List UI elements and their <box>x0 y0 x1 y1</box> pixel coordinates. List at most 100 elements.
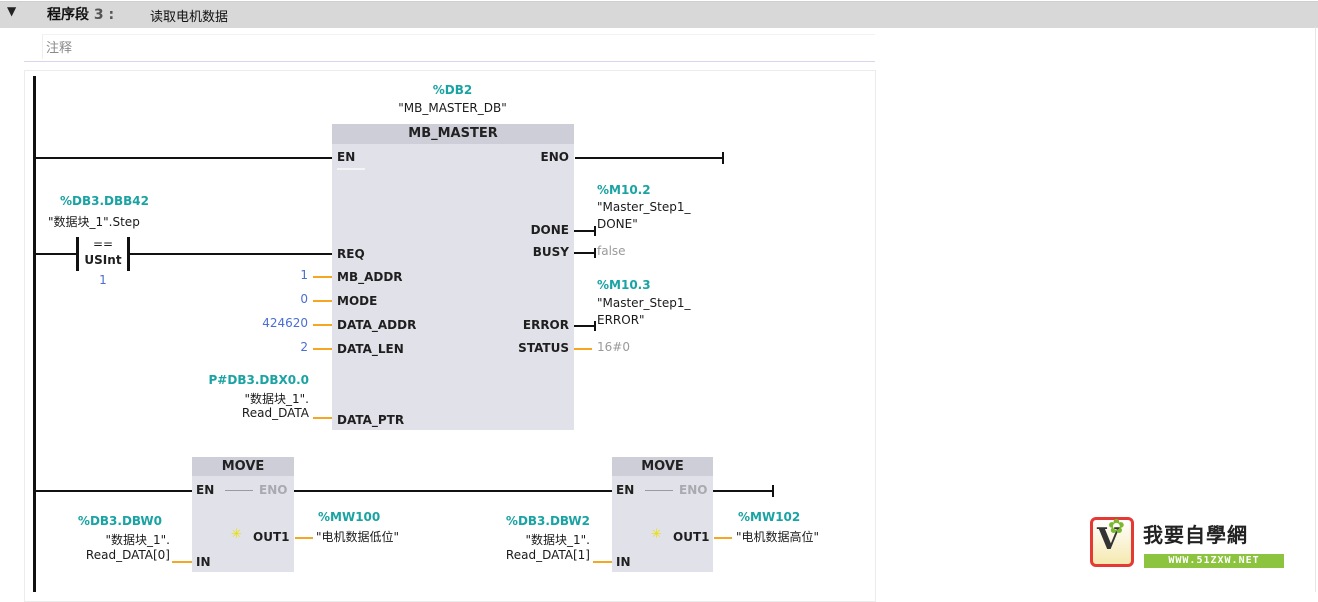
pin-mb-addr: MB_ADDR <box>337 270 403 284</box>
network-comment-field[interactable] <box>42 34 875 59</box>
status-wire <box>574 348 592 350</box>
network-description[interactable]: 读取电机数据 <box>150 10 229 25</box>
contact-right-bar <box>127 237 130 271</box>
pin-data-addr: DATA_ADDR <box>337 318 417 332</box>
move2-block[interactable] <box>612 457 713 572</box>
mb-master-title: MB_MASTER <box>332 124 574 144</box>
move1-in-sym2[interactable]: Read_DATA[0] <box>85 548 170 562</box>
pin-done: DONE <box>530 223 569 237</box>
move2-add-output-icon[interactable]: ✳ <box>651 527 662 542</box>
move1-in-addr[interactable]: %DB3.DBW0 <box>77 514 162 528</box>
watermark-logo-icon <box>1090 517 1134 567</box>
error-addr[interactable]: %M10.3 <box>597 278 651 292</box>
mb-master-instance-name: "MB_MASTER_DB" <box>398 101 507 115</box>
busy-wire-end <box>594 248 596 258</box>
watermark-url: WWW.51ZXW.NET <box>1144 554 1284 568</box>
network-header[interactable] <box>0 1 1318 28</box>
move2-out-addr[interactable]: %MW102 <box>738 510 801 524</box>
move1-in-wire <box>172 561 192 563</box>
compare-operand-sym[interactable]: "数据块_1".Step <box>48 215 140 229</box>
rung2-wire-end <box>713 490 773 492</box>
req-wire-left <box>35 253 78 255</box>
move2-pin-out1: OUT1 <box>673 530 710 544</box>
data-len-value[interactable]: 2 <box>300 340 308 354</box>
watermark-v-icon: V <box>1097 522 1121 557</box>
move1-out-addr[interactable]: %MW100 <box>318 510 381 524</box>
pin-req: REQ <box>337 247 365 261</box>
move1-add-output-icon[interactable]: ✳ <box>231 527 242 542</box>
collapse-arrow-icon[interactable]: ▼ <box>7 4 17 18</box>
eno-wire <box>575 157 724 159</box>
contact-left-bar <box>76 237 79 271</box>
move2-pin-eno: ENO <box>679 483 708 497</box>
done-addr[interactable]: %M10.2 <box>597 183 651 197</box>
move2-in-wire <box>593 561 612 563</box>
move2-pin-in: IN <box>616 555 631 569</box>
data-ptr-wire <box>313 417 332 419</box>
network-number: 3 : <box>93 7 115 23</box>
compare-operator[interactable]: == <box>92 237 114 251</box>
compare-type[interactable]: USInt <box>84 253 122 267</box>
pin-data-ptr: DATA_PTR <box>337 413 405 427</box>
rung2-wire-a <box>35 490 192 492</box>
error-sym1[interactable]: "Master_Step1_ <box>597 296 691 310</box>
error-wire-end <box>594 321 596 331</box>
watermark-leaf-icon: ✿ <box>1108 514 1125 538</box>
rung1-en-wire <box>35 157 332 159</box>
move1-pin-out1: OUT1 <box>253 530 290 544</box>
power-rail <box>33 76 36 592</box>
pin-eno: ENO <box>540 150 569 164</box>
move1-internal-wire <box>225 490 253 491</box>
pin-mode: MODE <box>337 294 378 308</box>
error-wire <box>574 325 595 327</box>
move2-in-addr[interactable]: %DB3.DBW2 <box>505 514 590 528</box>
network-title: 程序段 3 : <box>47 4 114 24</box>
pin-en: EN <box>337 150 356 164</box>
done-sym1[interactable]: "Master_Step1_ <box>597 200 691 214</box>
done-sym2[interactable]: DONE" <box>597 217 638 231</box>
move2-in-sym2[interactable]: Read_DATA[1] <box>505 548 590 562</box>
compare-value[interactable]: 1 <box>99 273 107 287</box>
mb-addr-value[interactable]: 1 <box>300 268 308 282</box>
eno-wire-end <box>722 152 724 164</box>
move1-out-wire <box>295 537 313 539</box>
done-wire-end <box>594 226 596 236</box>
mb-master-block[interactable] <box>332 124 574 430</box>
comment-placeholder[interactable]: 注释 <box>46 41 73 56</box>
move1-pin-en: EN <box>196 483 215 497</box>
done-wire <box>574 230 595 232</box>
move1-block[interactable] <box>192 457 294 572</box>
data-ptr-sym1[interactable]: "数据块_1". <box>244 392 310 406</box>
error-sym2[interactable]: ERROR" <box>597 313 645 327</box>
move1-title: MOVE <box>192 457 294 476</box>
pin-busy: BUSY <box>532 245 569 259</box>
data-ptr-addr[interactable]: P#DB3.DBX0.0 <box>208 373 309 387</box>
move2-out-sym[interactable]: "电机数据高位" <box>736 530 820 544</box>
move1-out-sym[interactable]: "电机数据低位" <box>316 530 400 544</box>
move2-title: MOVE <box>612 457 713 476</box>
mode-value[interactable]: 0 <box>300 292 308 306</box>
move1-pin-in: IN <box>196 555 211 569</box>
rung2-wire-terminator <box>772 485 774 497</box>
move2-pin-en: EN <box>616 483 635 497</box>
pin-status: STATUS <box>518 341 569 355</box>
pin-underline <box>337 168 365 170</box>
compare-operand-addr[interactable]: %DB3.DBB42 <box>60 194 149 208</box>
busy-value[interactable]: false <box>597 244 626 258</box>
data-ptr-sym2[interactable]: Read_DATA <box>241 406 309 420</box>
move2-in-sym1[interactable]: "数据块_1". <box>525 533 591 547</box>
pin-data-len: DATA_LEN <box>337 342 404 356</box>
scrollbar-track[interactable] <box>1315 27 1316 592</box>
mode-wire <box>313 300 332 302</box>
data-addr-wire <box>313 324 332 326</box>
divider <box>24 61 875 62</box>
move2-out-wire <box>714 537 732 539</box>
busy-wire <box>574 252 595 254</box>
move1-in-sym1[interactable]: "数据块_1". <box>105 533 171 547</box>
data-addr-value[interactable]: 424620 <box>262 316 308 330</box>
req-wire-right <box>129 253 332 255</box>
network-label: 程序段 <box>47 7 89 23</box>
move2-internal-wire <box>645 490 673 491</box>
pin-error: ERROR <box>522 318 569 332</box>
status-value[interactable]: 16#0 <box>597 340 630 354</box>
